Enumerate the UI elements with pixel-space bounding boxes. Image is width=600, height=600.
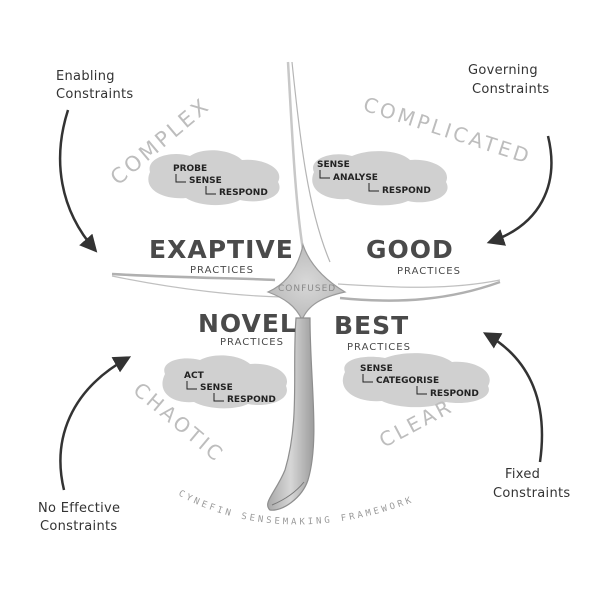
seq-chaotic-step-3: RESPOND (227, 395, 276, 405)
practice-title-complex: EXAPTIVE (149, 235, 294, 264)
practice-sub-chaotic: PRACTICES (220, 337, 284, 348)
seq-complex-step-3: RESPOND (219, 188, 268, 198)
seq-complicated-step-1: SENSE (317, 160, 350, 170)
arrow-top-left (58, 109, 98, 253)
seq-complex-step-2: SENSE (189, 176, 222, 186)
constraint-top-left-line-2: Constraints (56, 87, 133, 102)
seq-chaotic-step-2: SENSE (200, 383, 233, 393)
practice-title-clear: BEST (334, 311, 409, 340)
constraint-bottom-left-line-2: Constraints (40, 519, 117, 534)
constraint-bottom-right-line-1: Fixed (505, 467, 540, 482)
practice-title-complicated: GOOD (366, 235, 454, 264)
domain-boundaries (111, 61, 501, 511)
boundary-bottom-stem (267, 317, 315, 511)
boundary-right (339, 280, 501, 302)
arrow-top-right (486, 135, 553, 246)
seq-complicated-step-3: RESPOND (382, 186, 431, 196)
seq-clear-step-2: CATEGORISE (376, 376, 439, 386)
constraint-top-right-line-1: Governing (468, 63, 538, 78)
cloud-chaotic (162, 355, 288, 409)
seq-clear-step-3: RESPOND (430, 389, 479, 399)
practices: EXAPTIVE PRACTICES GOOD PRACTICES NOVEL … (149, 235, 461, 353)
seq-complicated-step-2: ANALYSE (333, 173, 378, 183)
constraint-arrows (58, 109, 553, 491)
seq-clear-step-1: SENSE (360, 364, 393, 374)
seq-chaotic-step-1: ACT (184, 371, 205, 381)
sequences: PROBE SENSE RESPOND SENSE ANALYSE RESPON… (173, 160, 479, 405)
domain-confused: CONFUSED (278, 284, 336, 294)
cloud-complicated (312, 151, 448, 206)
practice-sub-complicated: PRACTICES (397, 266, 461, 277)
cloud-complex (148, 150, 280, 206)
clouds (148, 150, 490, 409)
boundary-top (286, 61, 305, 251)
constraint-top-left-line-1: Enabling (56, 69, 115, 84)
constraint-top-right-line-2: Constraints (472, 82, 549, 97)
constraint-bottom-right-line-2: Constraints (493, 486, 570, 501)
practice-sub-clear: PRACTICES (347, 342, 411, 353)
seq-complex-step-1: PROBE (173, 164, 207, 174)
boundary-left (111, 272, 276, 282)
practice-title-chaotic: NOVEL (198, 309, 297, 338)
cloud-clear (342, 353, 490, 408)
arrow-bottom-right (482, 332, 544, 463)
arrow-bottom-left (59, 356, 132, 491)
constraint-labels: Enabling Constraints Governing Constrain… (38, 63, 570, 534)
practice-sub-complex: PRACTICES (190, 265, 254, 276)
constraint-bottom-left-line-1: No Effective (38, 501, 120, 516)
